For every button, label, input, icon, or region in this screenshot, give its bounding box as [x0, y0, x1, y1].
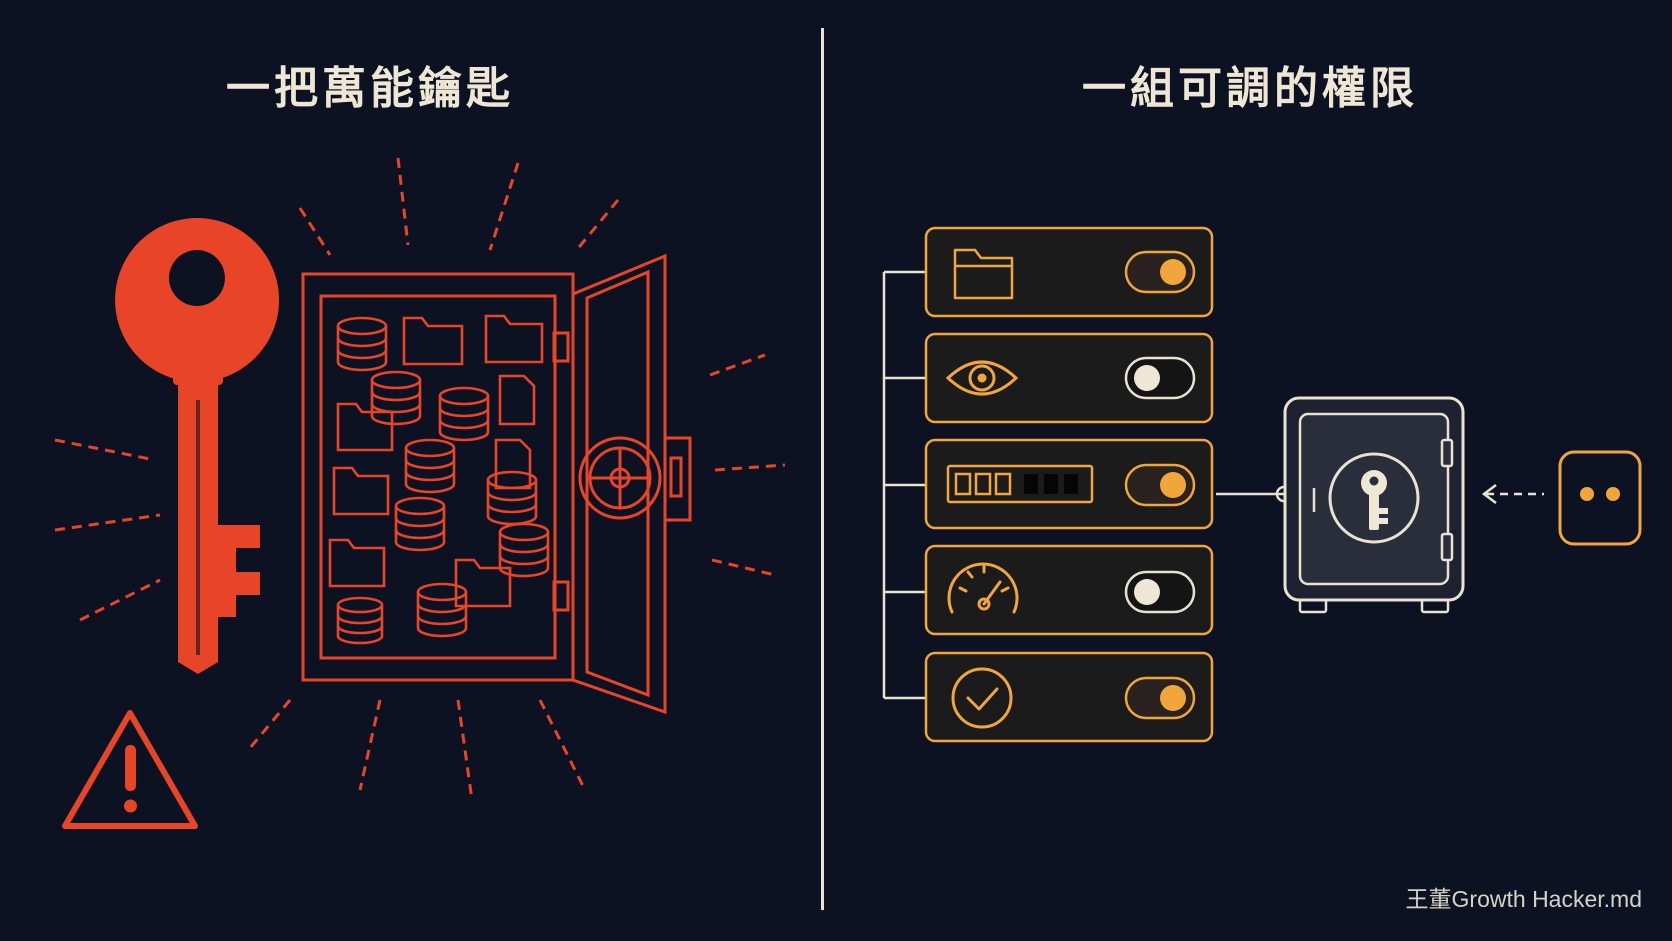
permission-toggle-3[interactable]: [1124, 463, 1196, 507]
eye-icon: [945, 360, 1019, 396]
vault-contents-icon: [328, 314, 550, 645]
agent-icon: [1558, 450, 1642, 546]
master-key-icon: [115, 218, 280, 674]
toggle-knob: [1160, 259, 1186, 285]
secure-vault-icon: [1283, 396, 1465, 614]
permission-tree-connector: [882, 270, 926, 700]
toggle-knob: [1160, 472, 1186, 498]
permission-toggle-4[interactable]: [1124, 570, 1196, 614]
warning-icon: [62, 710, 198, 829]
center-divider: [821, 28, 824, 910]
watermark: 王董Growth Hacker.md: [1405, 886, 1642, 912]
permission-toggle-1[interactable]: [1124, 250, 1196, 294]
permission-row-view: [924, 332, 1214, 424]
agent-request-arrow: [1481, 484, 1544, 504]
password-field-icon: [946, 464, 1094, 504]
permission-row-approve: [924, 651, 1214, 743]
checkmark-circle-icon: [951, 667, 1013, 729]
right-panel-title: 一組可調的權限: [1082, 63, 1418, 114]
speedometer-icon: [947, 562, 1019, 614]
folder-icon: [953, 248, 1014, 300]
light-rays: [54, 157, 786, 801]
permission-toggle-2[interactable]: [1124, 356, 1196, 400]
toggle-knob: [1134, 579, 1160, 605]
permission-row-password: [924, 438, 1214, 530]
left-panel-title: 一把萬能鑰匙: [226, 63, 514, 114]
toggle-knob: [1160, 685, 1186, 711]
permission-toggle-5[interactable]: [1124, 676, 1196, 720]
open-vault-icon: [301, 253, 692, 715]
toggle-knob: [1134, 365, 1160, 391]
permission-row-folder: [924, 226, 1214, 318]
